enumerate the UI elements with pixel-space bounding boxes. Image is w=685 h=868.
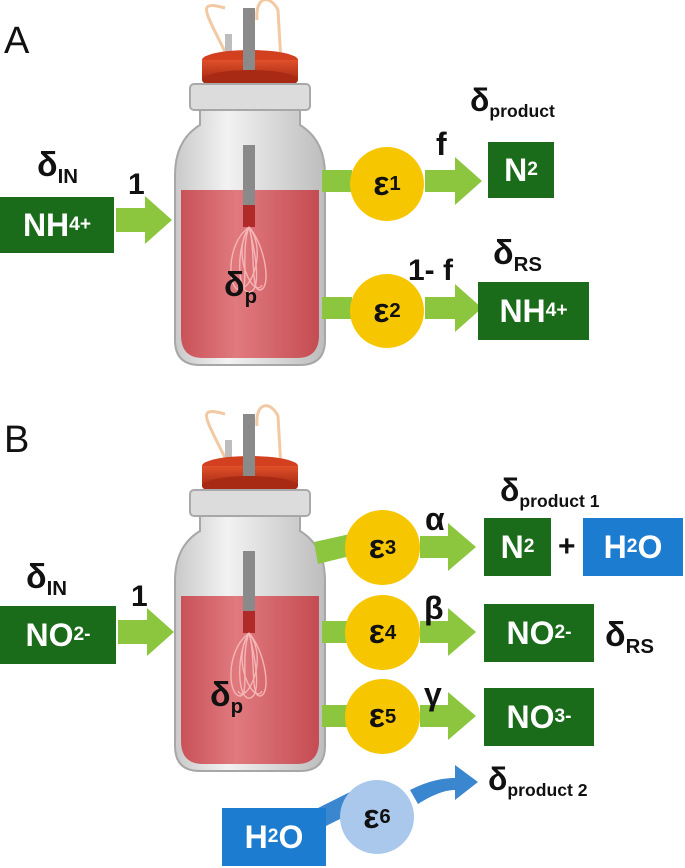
delta-product2-label: δproduct 2 (488, 761, 588, 801)
delta-product-label-a: δproduct (470, 82, 555, 122)
arrow-a-e2-out (425, 284, 482, 332)
fraction-one-minus-f-label: 1- f (408, 254, 453, 287)
flow-arrows (116, 157, 482, 740)
arrow-b-to-e4 (322, 621, 352, 643)
fraction-f-label: f (436, 126, 447, 162)
delta-rs-label-b: δRS (605, 616, 654, 659)
flow-in-label-a: 1 (128, 168, 145, 201)
reactor-a (174, 0, 326, 366)
arrow-b-e3-out (420, 523, 476, 571)
alpha-label: α (425, 501, 445, 537)
reactor-b (174, 404, 326, 772)
arrow-a-to-e1 (322, 170, 352, 192)
arrow-b-e4-out (420, 608, 476, 656)
arrow-b-e6-out (410, 765, 478, 804)
panel-label-b: B (4, 419, 30, 461)
delta-rs-label-a: δRS (493, 234, 542, 277)
plus-sign: + (558, 530, 576, 563)
arrow-b-to-e5 (322, 705, 352, 727)
delta-p-label-b: δp (210, 676, 244, 719)
gamma-label: γ (424, 676, 442, 712)
flow-in-label-b: 1 (131, 580, 148, 613)
arrow-a-to-e2 (322, 297, 352, 319)
panel-label-a: A (4, 20, 30, 62)
arrow-a-in (116, 196, 172, 244)
beta-label: β (424, 590, 444, 626)
arrow-b-to-e3 (314, 534, 350, 564)
arrow-a-e1-out (425, 157, 482, 205)
delta-product1-label: δproduct 1 (500, 472, 600, 512)
delta-in-label-a: δIN (37, 146, 79, 189)
arrow-b-in (118, 608, 174, 656)
delta-p-label-a: δp (224, 266, 258, 309)
arrow-b-e5-out (420, 692, 476, 740)
delta-in-label-b: δIN (26, 558, 68, 601)
